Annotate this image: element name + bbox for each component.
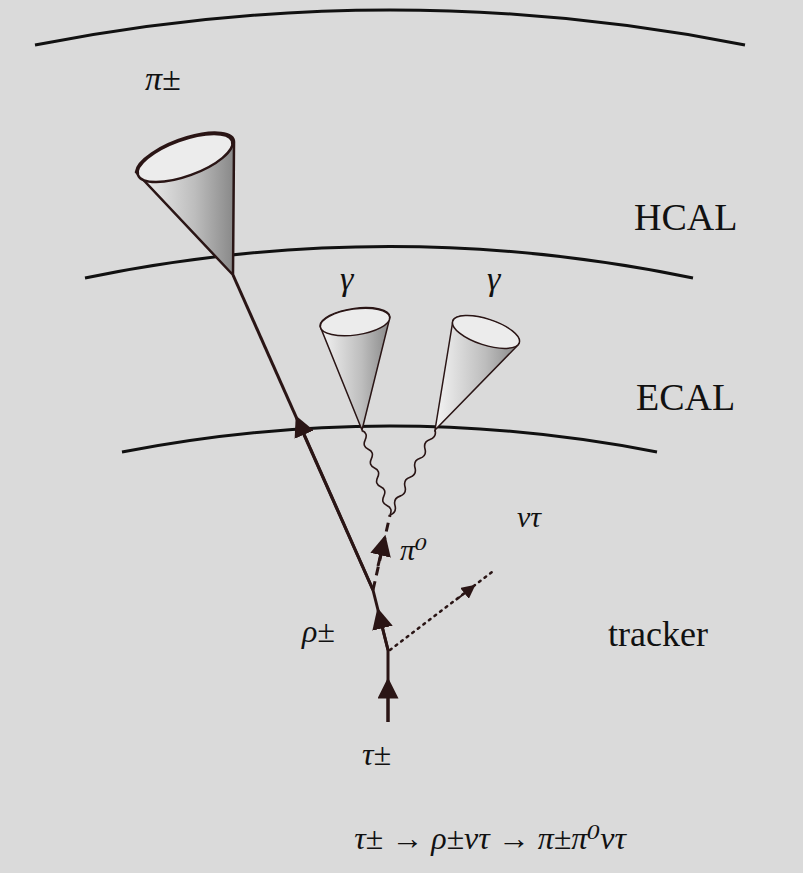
cone-opening <box>319 304 392 339</box>
neutrino-line <box>390 572 492 650</box>
particle-label: π± <box>145 62 181 96</box>
rho-arrow <box>380 618 388 650</box>
particle-label: ρ± <box>302 615 335 647</box>
photon-line <box>390 430 435 515</box>
detector-label: HCAL <box>634 198 737 236</box>
tau-arrow <box>387 688 390 722</box>
pion-arrow <box>300 425 373 590</box>
detector-label: tracker <box>608 616 708 652</box>
particle-label: π⁰ <box>400 535 427 565</box>
particle-label: ντ <box>517 502 541 532</box>
pi0-line <box>373 515 390 590</box>
particle-label: τ± <box>362 738 391 770</box>
decay-caption: τ± → ρ±ντ → π±π⁰ντ <box>354 822 626 854</box>
photon-line <box>362 430 391 515</box>
detector-label: ECAL <box>636 378 735 416</box>
cone-opening <box>449 309 524 355</box>
rho-track <box>373 590 388 650</box>
neutrino-arrow <box>456 589 470 600</box>
tau-track <box>387 650 390 722</box>
cone-opening <box>132 124 238 192</box>
particle-label: γ <box>487 262 500 296</box>
pi0-arrow <box>378 545 383 566</box>
outer-boundary <box>35 10 745 45</box>
particle-label: γ <box>340 262 353 296</box>
hcal-boundary <box>85 247 693 279</box>
ecal-boundary <box>122 426 657 452</box>
